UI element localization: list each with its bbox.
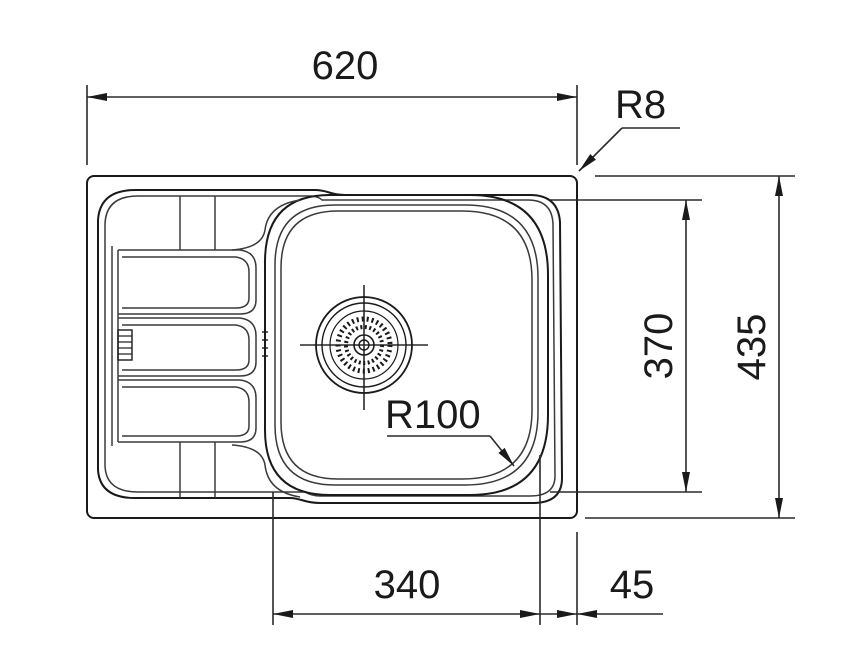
bowl-inner-outline-2 xyxy=(280,210,533,480)
drainer-neck-top xyxy=(231,199,301,251)
drainer-grooves xyxy=(179,196,216,498)
dim-label-r100: R100 xyxy=(385,393,481,437)
dim-label-435: 435 xyxy=(730,314,774,381)
bowl-inner-outline xyxy=(274,204,539,486)
dim-label-r8: R8 xyxy=(615,83,666,127)
dimension-overall-width: 620 xyxy=(86,44,578,165)
dimension-corner-radius-bowl: R100 xyxy=(385,393,515,467)
bowl-edge-marks xyxy=(262,331,268,357)
dimension-bowl-width: 340 xyxy=(272,455,541,625)
dimension-corner-radius-outer: R8 xyxy=(578,83,680,172)
drainer-ribs xyxy=(111,246,257,446)
sink-body xyxy=(86,175,578,519)
bowl-outline xyxy=(264,194,549,496)
dimension-bowl-height: 370 xyxy=(550,199,702,493)
outer-rim xyxy=(86,175,578,519)
dim-label-340: 340 xyxy=(374,563,441,607)
drainer-neck-bottom xyxy=(231,444,301,498)
dim-label-370: 370 xyxy=(637,313,681,380)
dimension-rim-offset: 45 xyxy=(540,532,663,625)
overflow-slot xyxy=(117,329,133,361)
dim-label-620: 620 xyxy=(312,44,379,88)
drain-strainer xyxy=(300,285,428,410)
inner-basin-outline-2 xyxy=(104,195,556,497)
dimension-overall-height: 435 xyxy=(585,175,795,519)
dim-label-45: 45 xyxy=(610,563,655,607)
